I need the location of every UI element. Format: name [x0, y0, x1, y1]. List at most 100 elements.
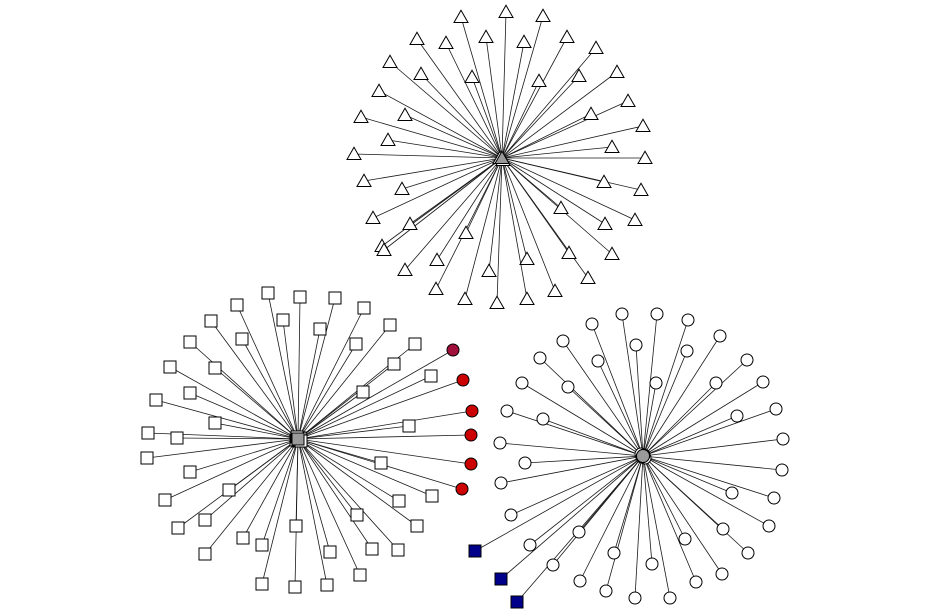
circle-cluster-leaf-circle-node	[556, 334, 570, 348]
circle-cluster-leaf-circle-node	[663, 591, 677, 605]
circle-cluster-edge	[642, 381, 764, 457]
triangle-cluster-leaf-triangle-node	[438, 35, 454, 50]
square-cluster-edge	[297, 375, 432, 440]
triangle-cluster-edge	[435, 157, 503, 290]
triangle-cluster-edge	[460, 16, 503, 159]
square-cluster-extra-edge	[297, 349, 454, 440]
circle-cluster-leaf-circle-node	[573, 574, 587, 588]
triangle-cluster-leaf-triangle-node	[380, 132, 396, 147]
triangle-cluster-leaf-triangle-node	[620, 93, 636, 108]
circle-cluster-edge	[642, 455, 671, 599]
triangle-cluster-edge	[353, 153, 503, 159]
triangle-cluster-leaf-triangle-node	[481, 263, 497, 278]
circle-cluster-leaf-circle-node	[536, 412, 550, 426]
triangle-cluster-edge	[501, 157, 636, 221]
circle-cluster-leaf-circle-node	[689, 575, 703, 589]
triangle-cluster-edge	[436, 157, 503, 261]
square-cluster-edge	[214, 422, 299, 440]
circle-cluster-colored-square-node	[494, 572, 508, 586]
square-cluster-edge	[261, 438, 299, 546]
square-cluster-edge	[297, 438, 361, 576]
triangle-cluster-edge	[471, 76, 503, 159]
square-cluster-edge	[164, 438, 299, 501]
square-cluster-edge	[189, 438, 299, 473]
square-cluster-leaf-square-node	[255, 538, 269, 552]
square-cluster-leaf-square-node	[350, 508, 364, 522]
triangle-cluster-leaf-triangle-node	[571, 68, 587, 83]
square-cluster-edge	[297, 328, 321, 440]
triangle-cluster-leaf-triangle-node	[489, 295, 505, 310]
square-cluster-leaf-square-node	[198, 513, 212, 527]
circle-cluster-leaf-circle-node	[730, 409, 744, 423]
circle-cluster-leaf-circle-node	[493, 436, 507, 450]
square-cluster-edge	[261, 438, 299, 585]
triangle-cluster-leaf-triangle-node	[397, 262, 413, 277]
square-cluster-leaf-square-node	[235, 332, 249, 346]
square-cluster-leaf-square-node	[293, 290, 307, 304]
circle-cluster-leaf-circle-node	[599, 584, 613, 598]
circle-cluster-edge	[542, 418, 644, 457]
triangle-cluster-edge	[501, 157, 642, 191]
nodes-layer	[140, 4, 790, 609]
circle-cluster-edge	[642, 455, 783, 471]
triangle-cluster-edge	[372, 157, 503, 219]
circle-cluster-leaf-circle-node	[725, 486, 739, 500]
square-cluster-leaf-square-node	[204, 314, 218, 328]
square-cluster-edge	[204, 438, 299, 555]
triangle-cluster-edge	[363, 157, 503, 182]
square-cluster-edge	[297, 438, 400, 502]
circle-cluster-edge	[642, 455, 686, 540]
triangle-cluster-edge	[501, 157, 589, 279]
square-cluster-leaf-square-node	[328, 291, 342, 305]
triangle-cluster-edge	[387, 139, 503, 159]
triangle-cluster-leaf-triangle-node	[371, 83, 387, 98]
square-cluster-leaf-square-node	[383, 318, 397, 332]
square-cluster-edge	[236, 304, 299, 440]
triangle-cluster-edge	[501, 125, 644, 159]
circle-cluster-leaf-circle-node	[713, 329, 727, 343]
triangle-cluster-edge	[485, 36, 503, 159]
triangle-cluster-leaf-triangle-node	[464, 69, 480, 84]
circle-cluster-leaf-circle-node	[681, 313, 695, 327]
square-cluster-leaf-square-node	[365, 542, 379, 556]
circle-cluster-leaf-circle-node	[740, 353, 754, 367]
circle-cluster-edge	[634, 455, 644, 599]
circle-cluster-colored-square-node	[468, 544, 482, 558]
triangle-cluster-edge	[501, 157, 528, 260]
triangle-cluster-edge	[501, 157, 613, 255]
circle-cluster-edge	[562, 340, 644, 457]
triangle-cluster-leaf-triangle-node	[583, 106, 599, 121]
triangle-cluster-leaf-triangle-node	[376, 242, 392, 257]
triangle-cluster-edge	[501, 15, 544, 159]
square-cluster-edge	[176, 437, 299, 440]
circle-cluster-edge	[510, 455, 644, 516]
circle-cluster-edge	[642, 335, 721, 457]
triangle-cluster-edge	[488, 157, 503, 272]
triangle-cluster-leaf-triangle-node	[457, 291, 473, 306]
square-cluster-colored-circle-node	[464, 428, 478, 442]
triangle-cluster-leaf-triangle-node	[637, 150, 653, 165]
circle-cluster-leaf-circle-node	[776, 432, 790, 446]
square-cluster-edge	[297, 425, 410, 440]
triangle-cluster-edge	[401, 157, 503, 190]
triangle-cluster-leaf-triangle-node	[397, 107, 413, 122]
circle-cluster-leaf-circle-node	[500, 404, 514, 418]
triangle-cluster-leaf-triangle-node	[428, 281, 444, 296]
square-cluster-edge	[297, 307, 365, 440]
square-cluster-edge	[241, 338, 299, 440]
circle-cluster-leaf-circle-node	[628, 591, 642, 605]
triangle-cluster-edge	[501, 157, 556, 292]
triangle-cluster-leaf-triangle-node	[633, 182, 649, 197]
triangle-cluster-leaf-triangle-node	[531, 73, 547, 88]
circle-cluster-edge	[605, 455, 644, 592]
circle-cluster-edge	[642, 319, 689, 457]
circle-cluster-leaf-circle-node	[680, 344, 694, 358]
triangle-cluster-edge	[360, 116, 503, 159]
square-cluster-edge	[297, 363, 395, 440]
triangle-cluster-edge	[404, 157, 503, 271]
square-cluster-edge	[297, 438, 328, 586]
edges-layer	[146, 11, 784, 603]
circle-cluster-leaf-circle-node	[561, 380, 575, 394]
square-cluster-leaf-square-node	[222, 483, 236, 497]
